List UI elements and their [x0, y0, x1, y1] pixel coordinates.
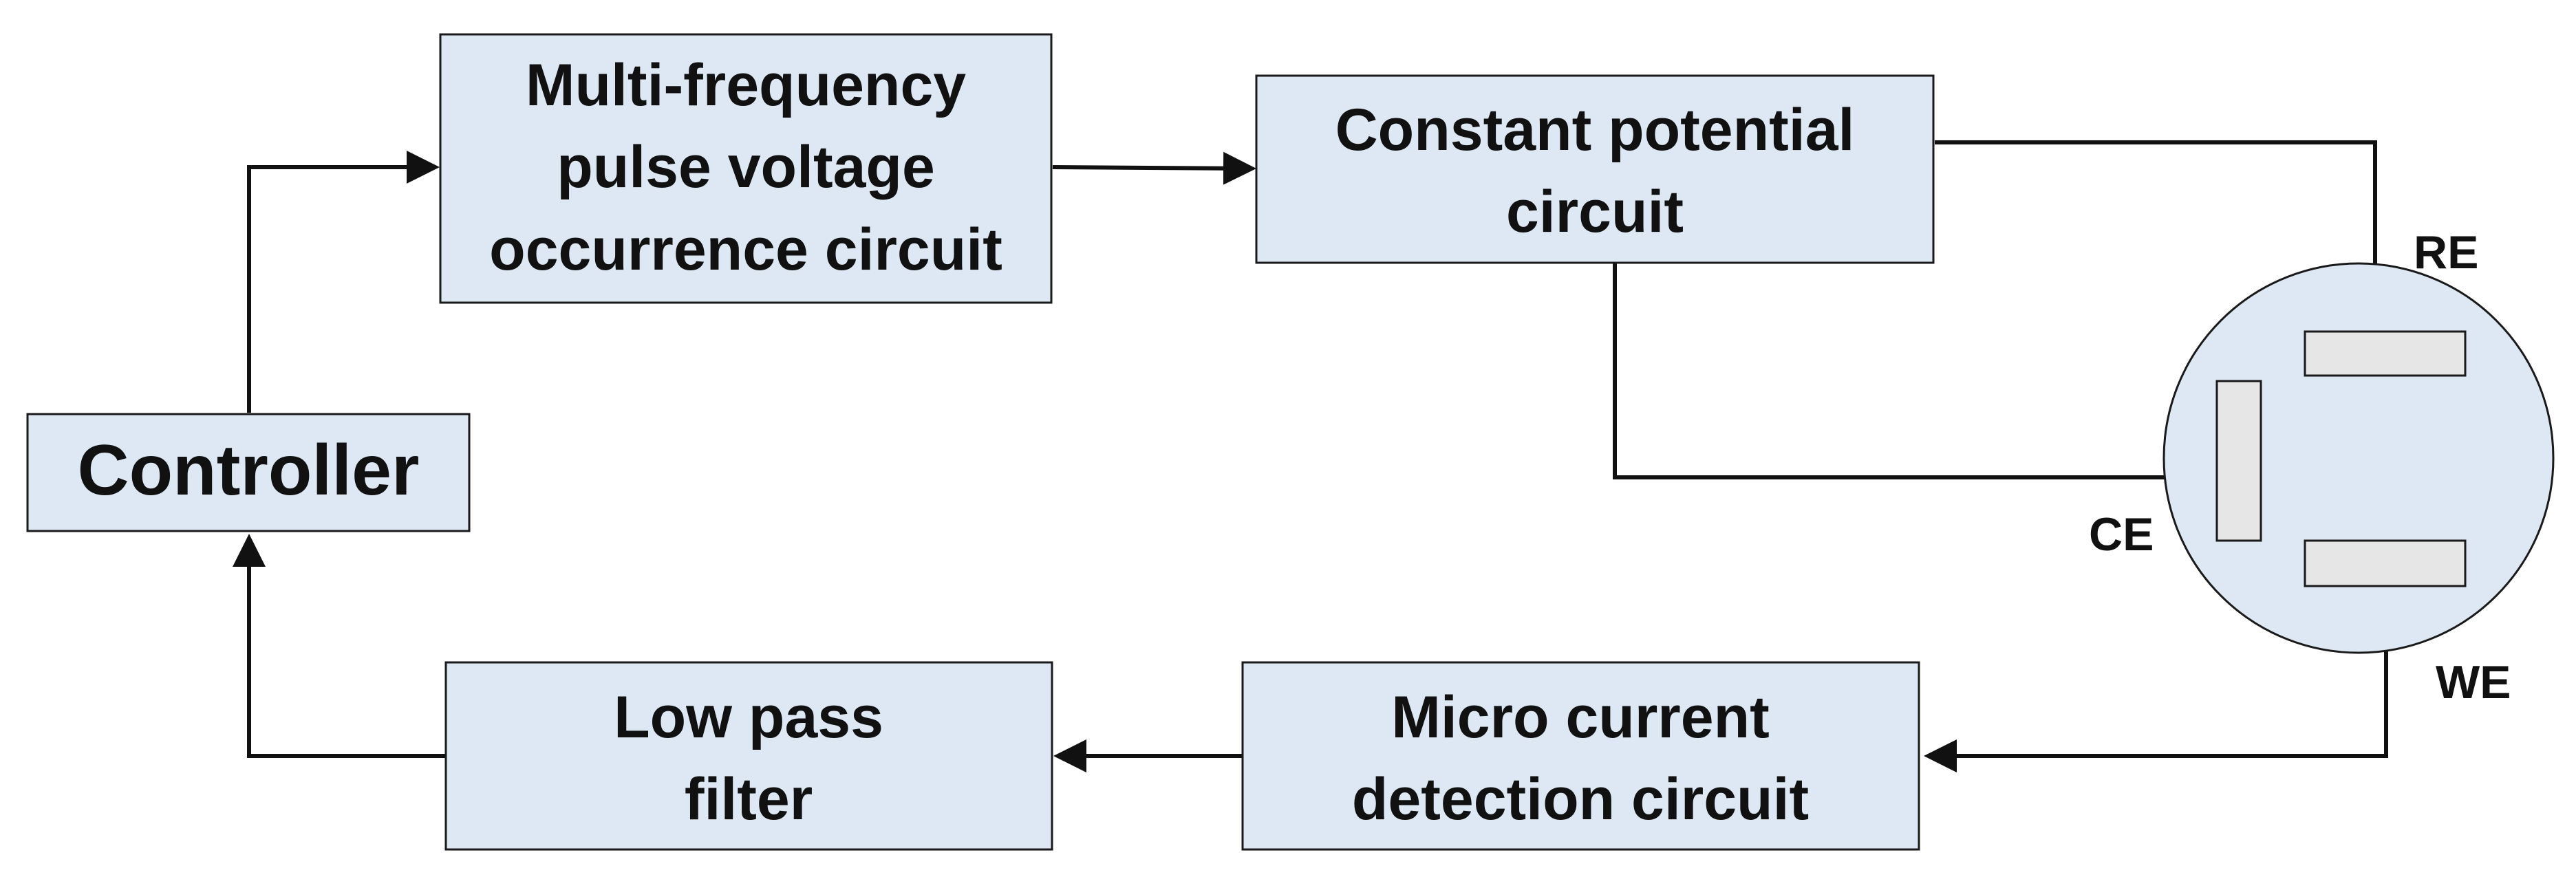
- ce-label: CE: [2089, 508, 2154, 561]
- sensor: [2162, 262, 2555, 654]
- potentiostat-label-line-1: Constant potential: [1335, 97, 1855, 163]
- wire-we-to-current-detector: [1924, 641, 2388, 772]
- pulse-generator-label-line-3: occurrence circuit: [489, 217, 1002, 283]
- current-detector-block: Micro current detection circuit: [1241, 661, 1920, 851]
- controller-block: Controller: [26, 413, 471, 532]
- potentiostat-block: Constant potential circuit: [1255, 74, 1935, 264]
- re-label: RE: [2414, 226, 2478, 279]
- pulse-generator-block: Multi-frequency pulse voltage occurrence…: [439, 33, 1053, 304]
- wire-filter-to-controller: [233, 534, 445, 758]
- current-detector-label-line-2: detection circuit: [1352, 766, 1809, 832]
- pulse-generator-label-line-2: pulse voltage: [557, 134, 935, 200]
- counter-electrode: [2215, 380, 2262, 542]
- low-pass-filter-label-line-2: filter: [685, 766, 813, 832]
- wire-potentiostat-to-re: [1935, 140, 2377, 277]
- working-electrode: [2304, 539, 2467, 587]
- potentiostat-label-line-2: circuit: [1506, 179, 1684, 245]
- wire-potentiostat-to-ce: [1613, 263, 2166, 479]
- low-pass-filter-block: Low pass filter: [444, 661, 1053, 851]
- pulse-generator-label-line-1: Multi-frequency: [526, 52, 966, 118]
- current-detector-label-line-1: Micro current: [1391, 684, 1770, 750]
- we-label: WE: [2436, 656, 2511, 708]
- wire-pulse-generator-to-potentiostat: [1052, 151, 1256, 185]
- wire-controller-to-pulse-generator: [247, 151, 440, 413]
- reference-electrode: [2304, 330, 2467, 377]
- controller-label: Controller: [78, 431, 420, 510]
- low-pass-filter-label-line-1: Low pass: [614, 684, 883, 750]
